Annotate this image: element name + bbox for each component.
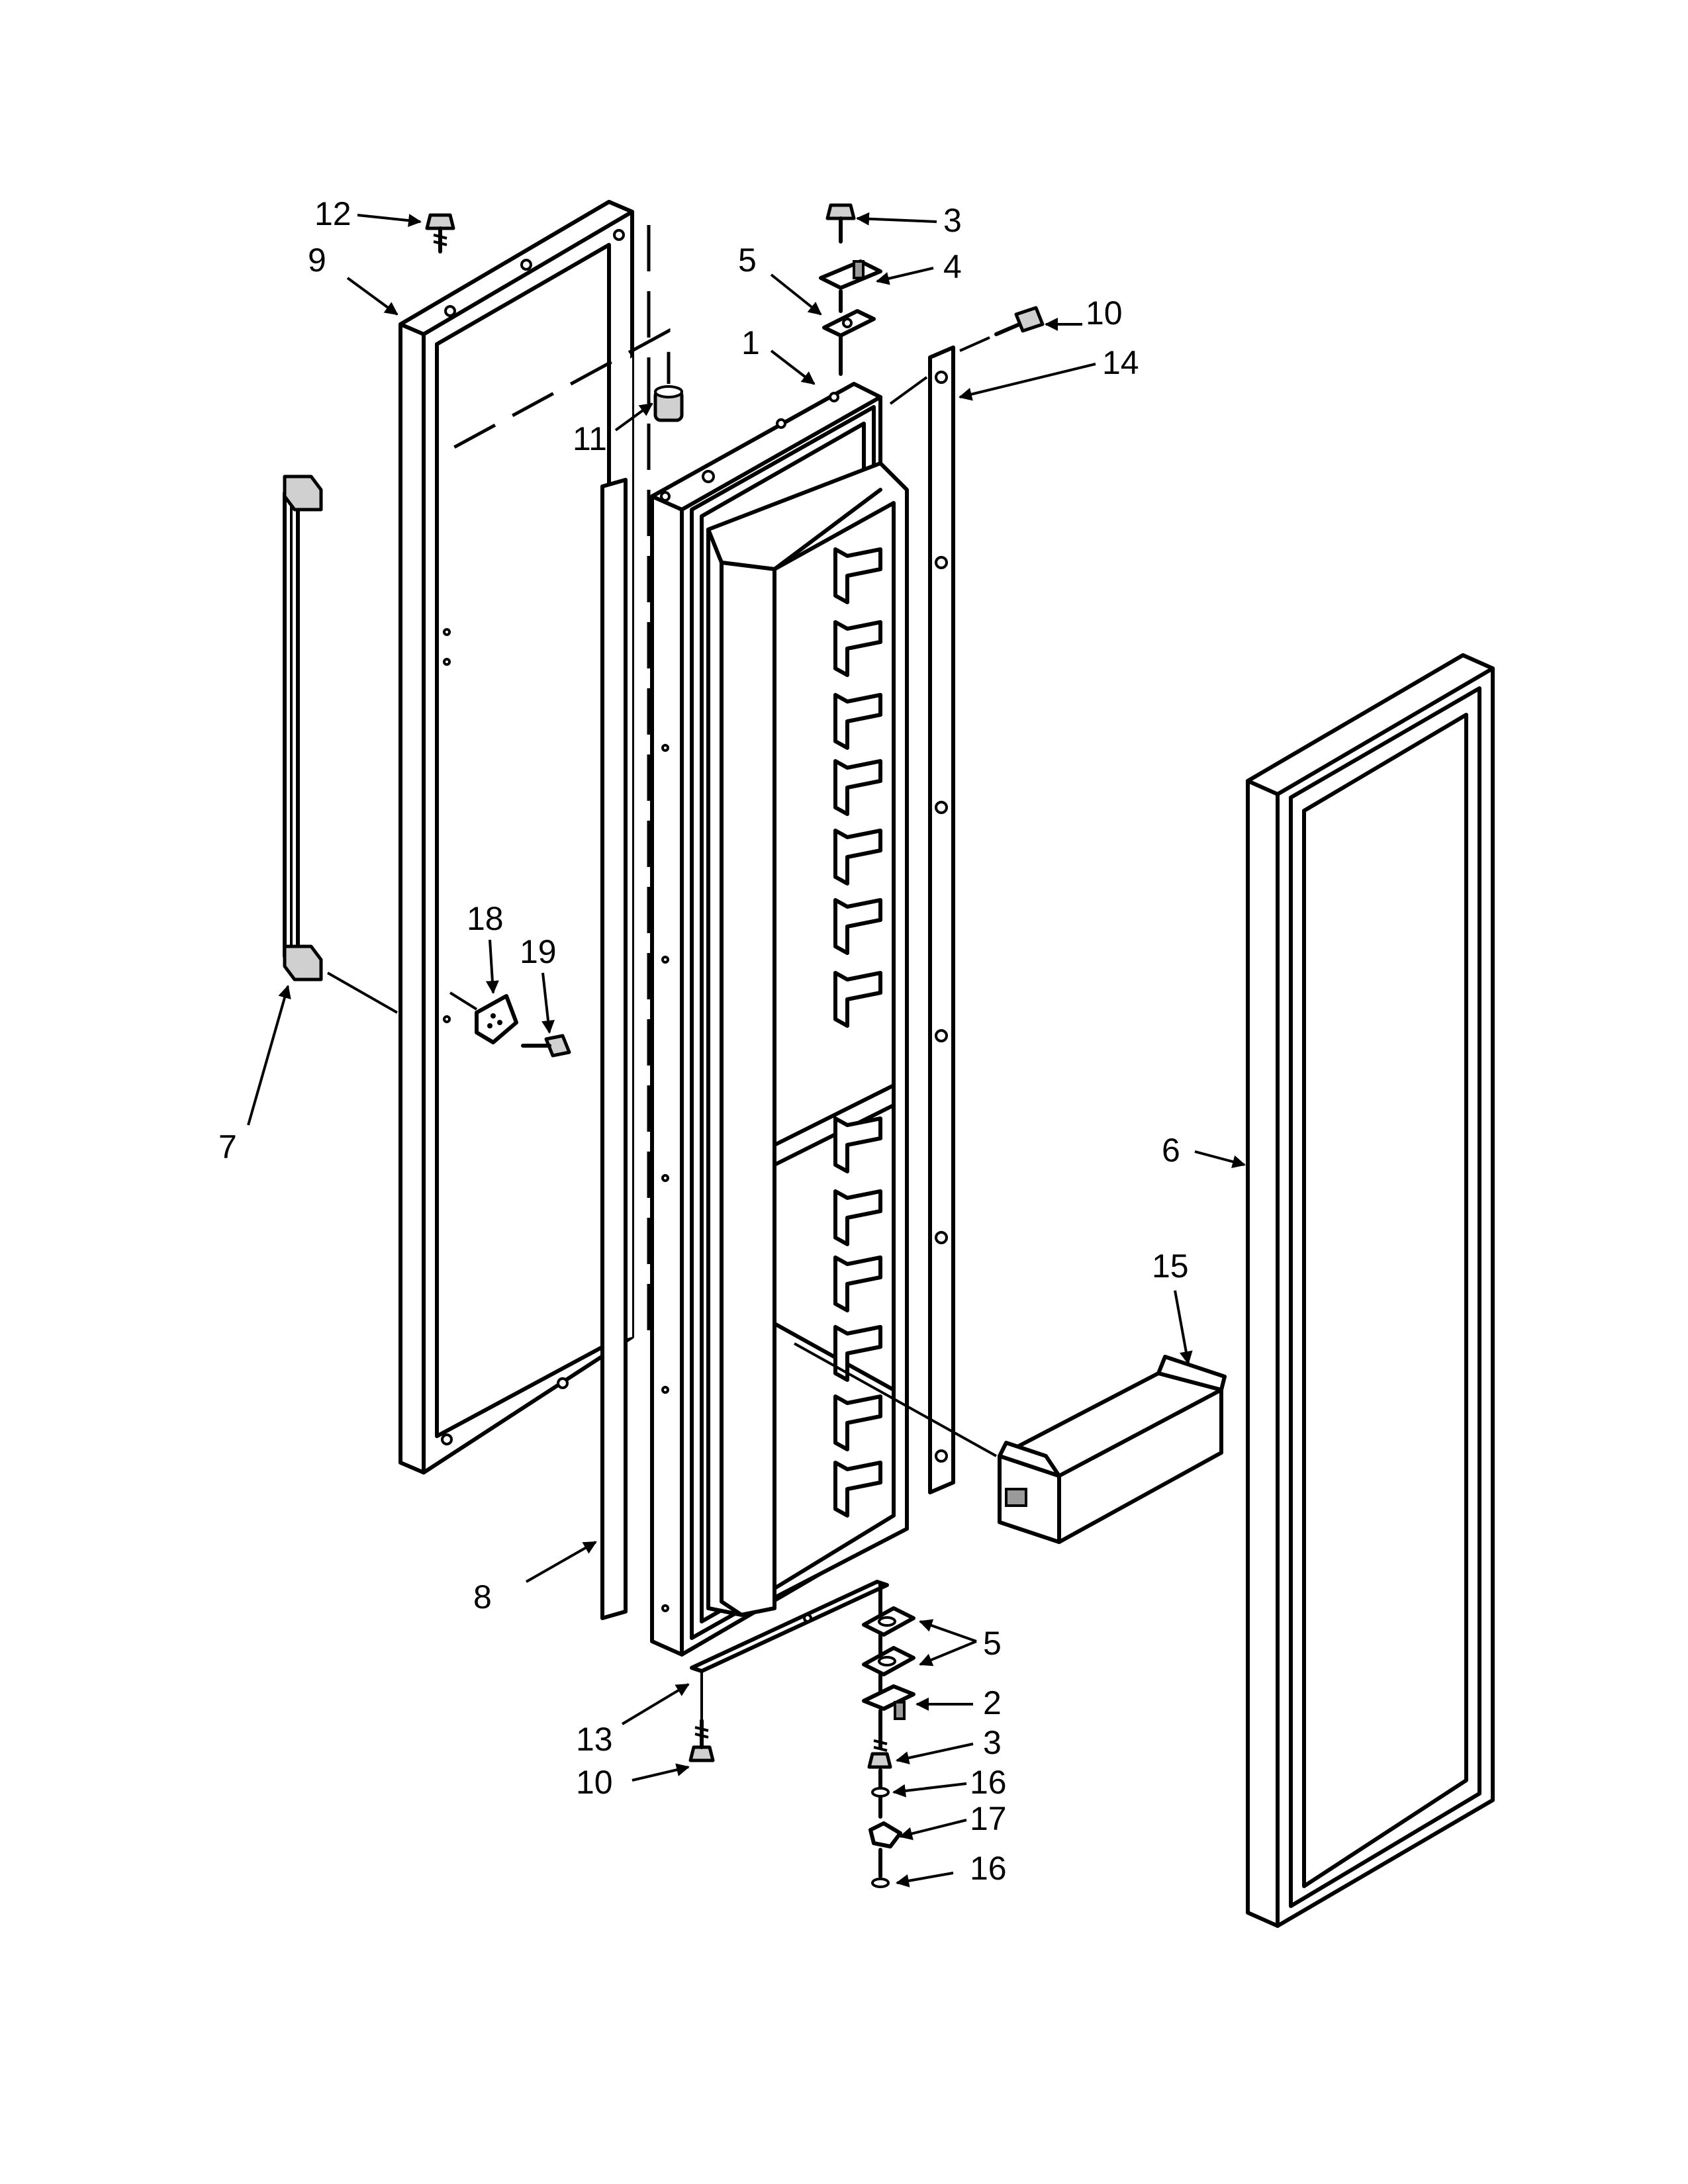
- shelf-clip: [833, 1189, 882, 1246]
- callout-16-b: 16: [970, 1850, 1007, 1887]
- callout-19: 19: [520, 933, 557, 970]
- callout-10-bottom: 10: [576, 1764, 613, 1801]
- bottom-strip-13: [690, 1580, 889, 1721]
- trim-strip-8: [600, 478, 628, 1620]
- callout-14: 14: [1102, 344, 1139, 381]
- shelf-clip: [833, 620, 882, 677]
- callout-9: 9: [308, 242, 326, 279]
- screw-10-top: [959, 306, 1045, 352]
- shelf-clips: [833, 547, 882, 1518]
- shelf-clip: [833, 1461, 882, 1518]
- callout-3-top: 3: [943, 202, 962, 239]
- callout-17: 17: [970, 1800, 1007, 1837]
- shelf-clip: [833, 898, 882, 955]
- shelf-clip: [833, 1255, 882, 1312]
- door-gasket-6: [1246, 653, 1495, 1928]
- callout-5-top: 5: [738, 242, 757, 279]
- shelf-clip: [833, 547, 882, 604]
- callout-2: 2: [983, 1684, 1002, 1721]
- callout-15: 15: [1152, 1248, 1189, 1285]
- door-bin-15: [794, 1342, 1227, 1544]
- bracket-18: [449, 991, 518, 1044]
- top-hinge-parts: [819, 203, 882, 376]
- leader-arrows: [247, 212, 1246, 1888]
- shelf-clip: [833, 1394, 882, 1451]
- door-liner-assembly: [650, 382, 909, 1657]
- callout-1: 1: [741, 324, 760, 361]
- screw-10-bottom: [688, 1719, 715, 1762]
- shelf-clip: [833, 1116, 882, 1173]
- door-handle: [283, 475, 398, 1014]
- callout-16-a: 16: [970, 1764, 1007, 1801]
- callout-6: 6: [1162, 1132, 1180, 1169]
- callout-3-bottom: 3: [983, 1724, 1002, 1761]
- door-panel-frame: [399, 200, 634, 1475]
- shelf-clip: [833, 759, 882, 816]
- hinge-strip-14: [889, 345, 955, 1494]
- callout-8: 8: [473, 1578, 492, 1615]
- callout-5-bottom: 5: [983, 1625, 1002, 1662]
- shelf-clip: [833, 829, 882, 886]
- callout-10-top: 10: [1086, 295, 1123, 332]
- callout-12: 12: [314, 195, 352, 232]
- screw-12: [425, 213, 455, 253]
- callout-13: 13: [576, 1721, 613, 1758]
- bottom-hinge-parts: [862, 1583, 915, 1888]
- shelf-clip: [833, 693, 882, 750]
- bushing-11: [653, 385, 684, 422]
- callout-4: 4: [943, 248, 962, 285]
- callout-7: 7: [218, 1128, 237, 1165]
- shelf-clip: [833, 1325, 882, 1382]
- callout-labels: 12 9 3 5 4 10 1 14 11 18 19 7 6 15 8 5 2…: [218, 195, 1189, 1887]
- callout-11: 11: [573, 420, 607, 457]
- shelf-clip: [833, 971, 882, 1028]
- callout-18: 18: [467, 900, 504, 937]
- screw-19: [521, 1034, 571, 1058]
